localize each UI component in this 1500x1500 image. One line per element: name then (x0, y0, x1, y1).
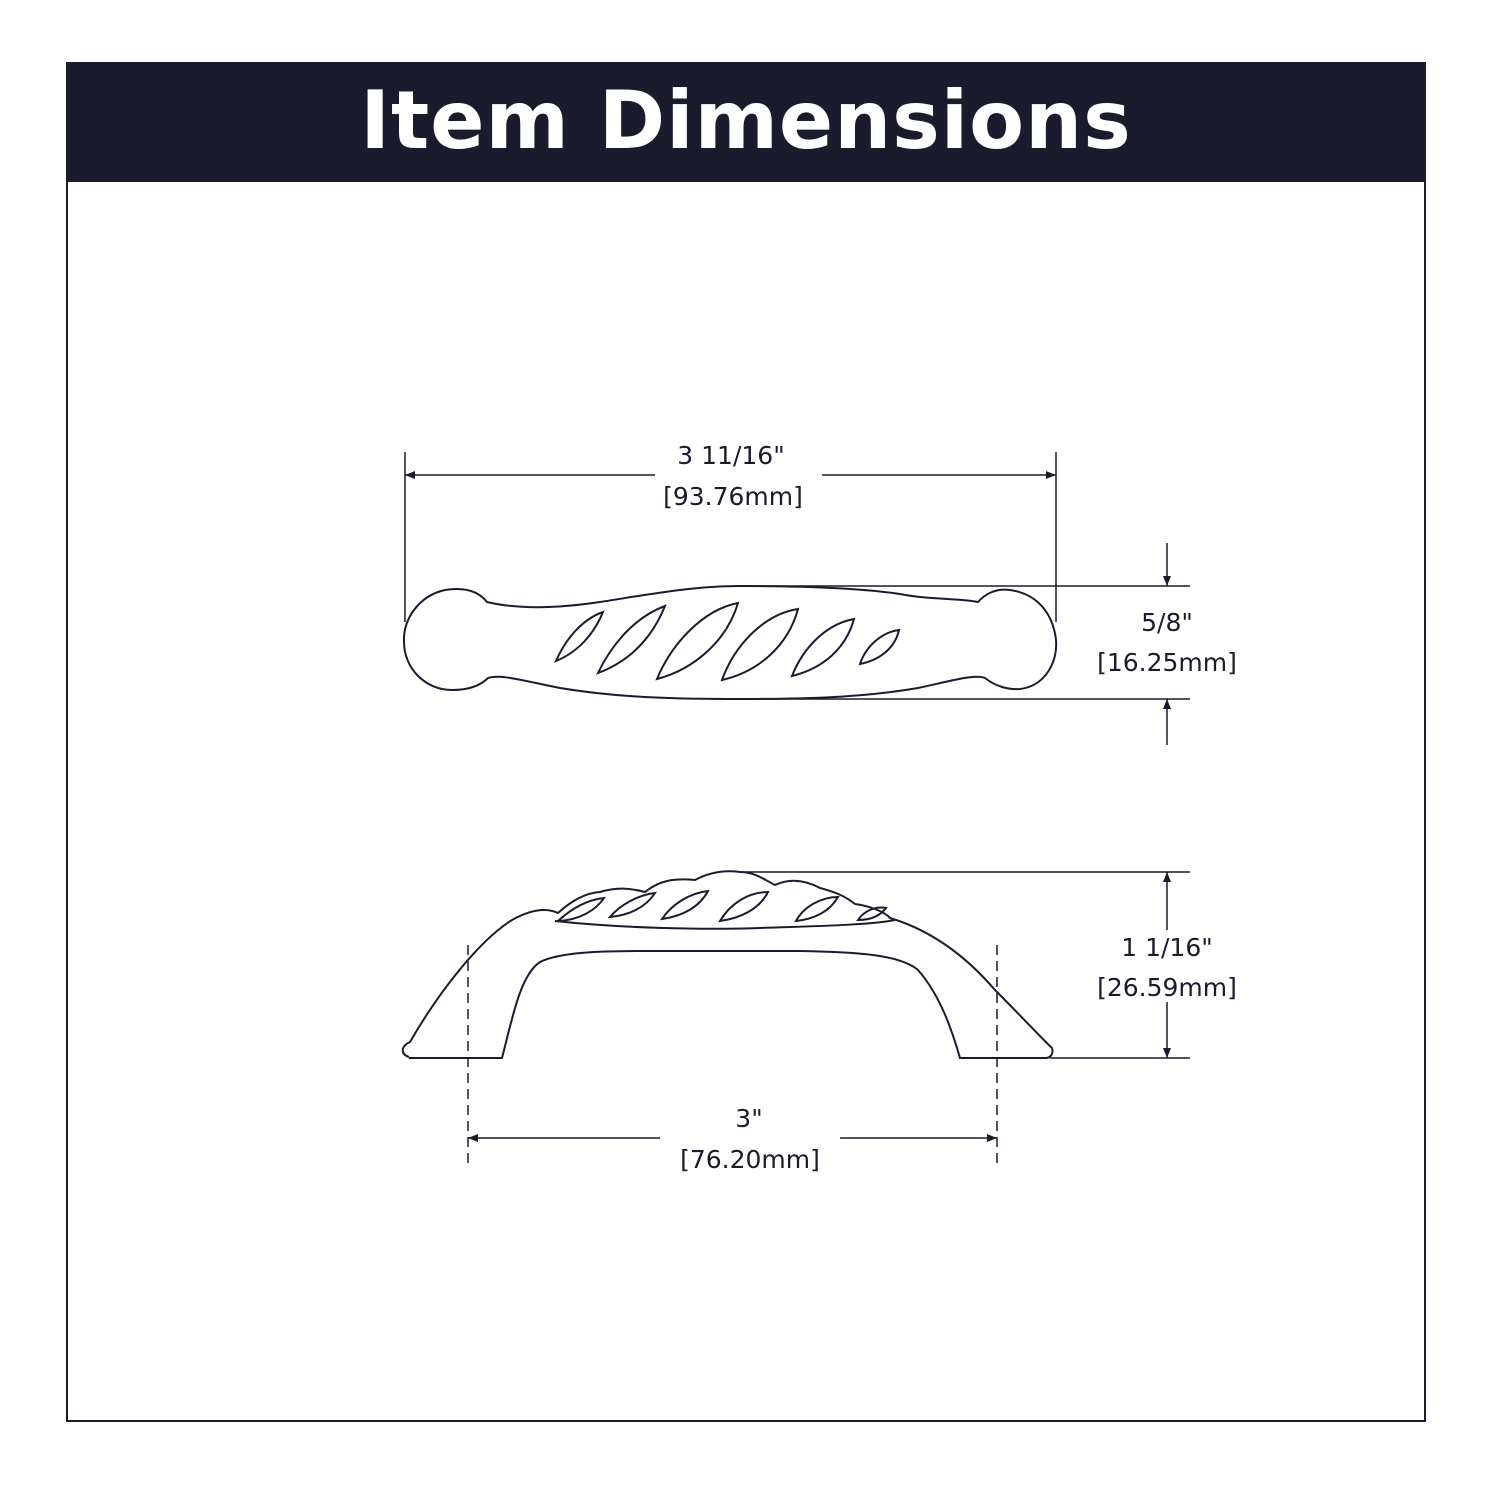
header-bar: Item Dimensions (68, 64, 1424, 182)
height-imperial: 1 1/16" (1121, 933, 1213, 962)
twist-cutout-5 (790, 617, 856, 678)
side-view-pull (401, 870, 1054, 1059)
twist-cutout-1 (554, 610, 605, 663)
center-to-center-imperial: 3" (735, 1104, 762, 1133)
side-braid-4 (718, 890, 770, 923)
side-braid-6 (856, 906, 888, 922)
side-braid-5 (794, 895, 840, 923)
side-view-outline (401, 870, 1054, 1059)
side-braid-3 (659, 889, 710, 921)
side-top-ridge (554, 919, 896, 930)
top-view-pull (402, 584, 1058, 701)
width-dimension (740, 543, 1190, 745)
center-to-center-dimension (467, 945, 998, 1163)
center-to-center-metric: [76.20mm] (680, 1145, 820, 1174)
overall-length-dimension (404, 452, 1057, 622)
side-braid-1 (555, 896, 607, 923)
twist-cutout-4 (720, 607, 800, 682)
height-metric: [26.59mm] (1097, 973, 1237, 1002)
width-metric: [16.25mm] (1097, 648, 1237, 677)
top-view-outline (402, 584, 1058, 701)
twist-cutout-2 (596, 604, 667, 675)
height-dimension (740, 871, 1190, 1059)
side-braid-2 (607, 891, 657, 919)
dimensions-frame: Item Dimensions (66, 62, 1426, 1422)
twist-cutout-6 (858, 628, 901, 666)
twist-cutout-3 (655, 601, 740, 681)
overall-length-imperial: 3 11/16" (677, 441, 784, 470)
page-title: Item Dimensions (360, 74, 1132, 167)
overall-length-metric: [93.76mm] (663, 482, 803, 511)
width-imperial: 5/8" (1141, 608, 1193, 637)
